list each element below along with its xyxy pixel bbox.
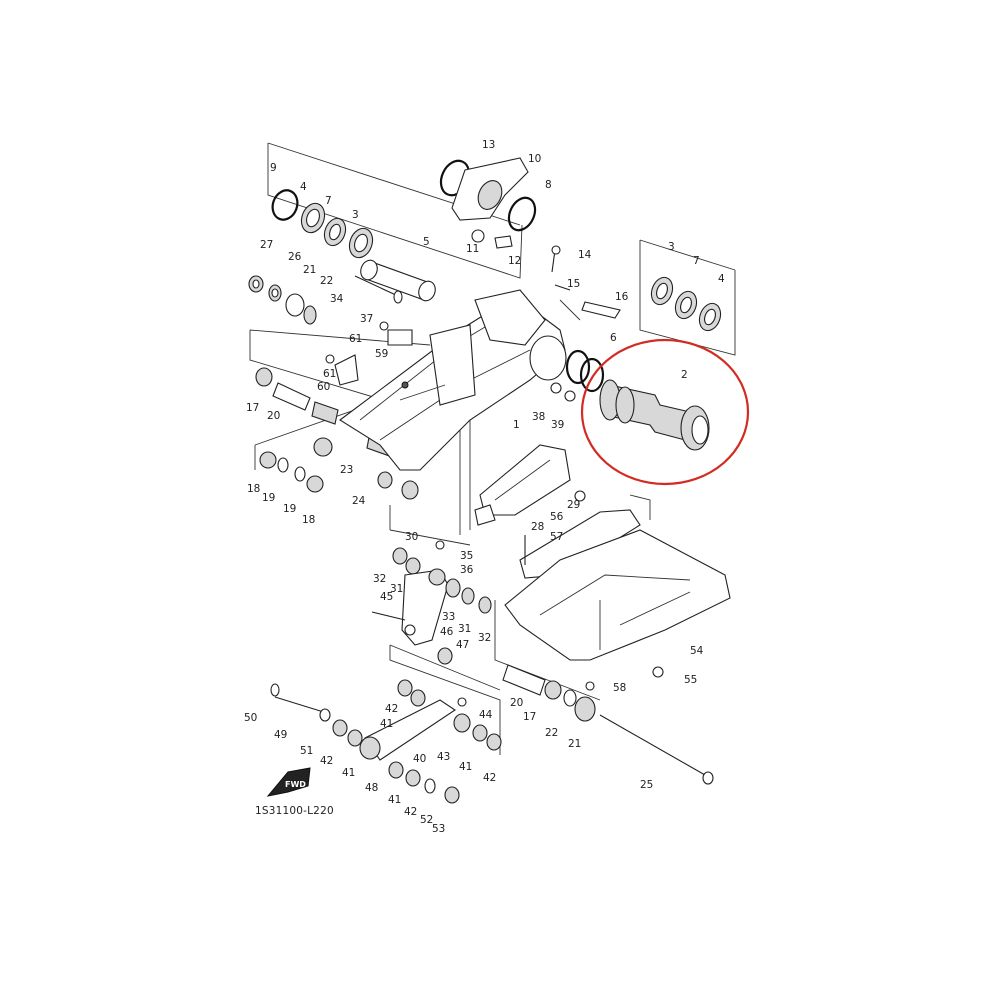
callout-30: 30 — [405, 531, 418, 543]
callout-41: 41 — [459, 761, 472, 773]
callout-20: 20 — [510, 697, 523, 709]
callout-32: 32 — [478, 632, 491, 644]
callout-12: 12 — [508, 255, 521, 267]
callout-42: 42 — [385, 703, 398, 715]
bracket-lines — [249, 142, 736, 755]
callout-18: 18 — [247, 483, 260, 495]
callout-38: 38 — [532, 411, 545, 423]
callout-40: 40 — [413, 753, 426, 765]
callout-61: 61 — [349, 333, 362, 345]
callout-23: 23 — [340, 464, 353, 476]
callout-14: 14 — [578, 249, 592, 261]
callout-60: 60 — [317, 381, 330, 393]
callout-49: 49 — [274, 729, 287, 741]
callout-33: 33 — [442, 611, 455, 623]
callout-22: 22 — [320, 275, 333, 287]
callout-51: 51 — [300, 745, 313, 757]
callout-31: 31 — [458, 623, 471, 635]
callout-44: 44 — [479, 709, 493, 721]
callout-17: 17 — [523, 711, 536, 723]
fwd-label: FWD — [285, 780, 306, 789]
callout-21: 21 — [303, 264, 316, 276]
callout-56: 56 — [550, 511, 564, 523]
callout-7: 7 — [693, 255, 700, 267]
callout-19: 19 — [262, 492, 275, 504]
callout-10: 10 — [528, 153, 541, 165]
callout-22: 22 — [545, 727, 558, 739]
callout-7: 7 — [325, 195, 332, 207]
callout-58: 58 — [613, 682, 626, 694]
fwd-arrow-icon: FWD — [266, 767, 311, 797]
callout-46: 46 — [440, 626, 454, 638]
callout-32: 32 — [373, 573, 386, 585]
callout-41: 41 — [380, 718, 393, 730]
callout-20: 20 — [267, 410, 280, 422]
callout-18: 18 — [302, 514, 315, 526]
callout-17: 17 — [246, 402, 259, 414]
callout-4: 4 — [718, 273, 725, 285]
callout-4: 4 — [300, 181, 307, 193]
callout-53: 53 — [432, 823, 445, 835]
callout-35: 35 — [460, 550, 473, 562]
parts-upper-right — [650, 276, 722, 332]
callout-16: 16 — [615, 291, 629, 303]
callout-36: 36 — [460, 564, 474, 576]
callout-3: 3 — [668, 241, 675, 253]
highlight-circle — [580, 338, 750, 486]
callout-21: 21 — [568, 738, 581, 750]
callout-61: 61 — [323, 368, 336, 380]
callout-31: 31 — [390, 583, 403, 595]
callout-55: 55 — [684, 674, 697, 686]
part-code: 1S31100-L220 — [255, 805, 334, 817]
callout-3: 3 — [352, 209, 359, 221]
callout-13: 13 — [482, 139, 495, 151]
callout-29: 29 — [567, 499, 580, 511]
callout-39: 39 — [551, 419, 564, 431]
callout-48: 48 — [365, 782, 378, 794]
callout-57: 57 — [550, 531, 563, 543]
callout-47: 47 — [456, 639, 469, 651]
callout-25: 25 — [640, 779, 653, 791]
callout-34: 34 — [330, 293, 344, 305]
callout-59: 59 — [375, 348, 388, 360]
callout-11: 11 — [466, 243, 479, 255]
callout-26: 26 — [288, 251, 302, 263]
linkage-parts — [270, 540, 714, 804]
callout-6: 6 — [610, 332, 617, 344]
callout-42: 42 — [404, 806, 417, 818]
callout-9: 9 — [270, 162, 277, 174]
callout-41: 41 — [388, 794, 401, 806]
callout-1: 1 — [513, 419, 520, 431]
callout-50: 50 — [244, 712, 257, 724]
callout-27: 27 — [260, 239, 273, 251]
swingarm-body — [339, 157, 621, 471]
callout-42: 42 — [483, 772, 496, 784]
callout-19: 19 — [283, 503, 296, 515]
callout-5: 5 — [423, 236, 430, 248]
callout-2: 2 — [681, 369, 688, 381]
callout-24: 24 — [352, 495, 366, 507]
parts-upper-left — [248, 189, 436, 500]
callout-42: 42 — [320, 755, 333, 767]
callout-28: 28 — [531, 521, 544, 533]
callout-52: 52 — [420, 814, 433, 826]
callout-41: 41 — [342, 767, 355, 779]
highlighted-part-2 — [580, 338, 750, 486]
callout-43: 43 — [437, 751, 450, 763]
callout-45: 45 — [380, 591, 393, 603]
callout-54: 54 — [690, 645, 704, 657]
callout-8: 8 — [545, 179, 552, 191]
lower-assembly — [474, 444, 731, 691]
callout-37: 37 — [360, 313, 373, 325]
callout-15: 15 — [567, 278, 580, 290]
